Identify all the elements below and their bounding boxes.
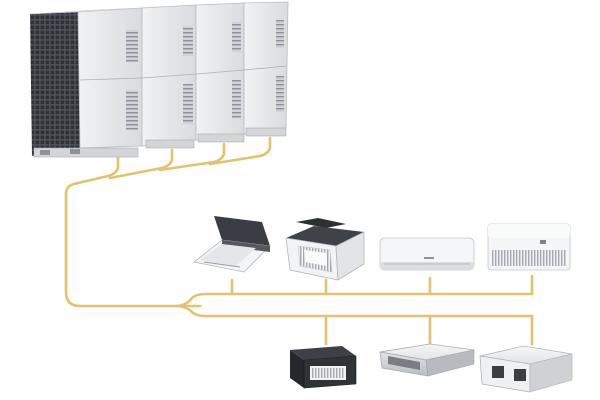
one-way-cassette-icon (193, 216, 271, 273)
main-pipe-left (64, 154, 178, 308)
outdoor-module-4 (243, 1, 289, 137)
vrf-outdoor-unit-icon (29, 1, 289, 158)
upper-header-line (174, 292, 534, 308)
refrigerant-piping (64, 136, 534, 346)
floor-ceiling-unit-icon (487, 223, 571, 271)
four-way-cassette-icon (285, 218, 365, 281)
outdoor-module-3 (195, 2, 245, 143)
outdoor-module-1 (29, 7, 143, 158)
lower-header-line (174, 304, 534, 318)
outdoor-module-2 (141, 4, 197, 149)
slim-duct-unit-icon (290, 346, 357, 389)
wall-mounted-unit-icon (379, 237, 475, 271)
medium-static-duct-icon (379, 343, 475, 377)
high-static-duct-icon (479, 345, 573, 393)
